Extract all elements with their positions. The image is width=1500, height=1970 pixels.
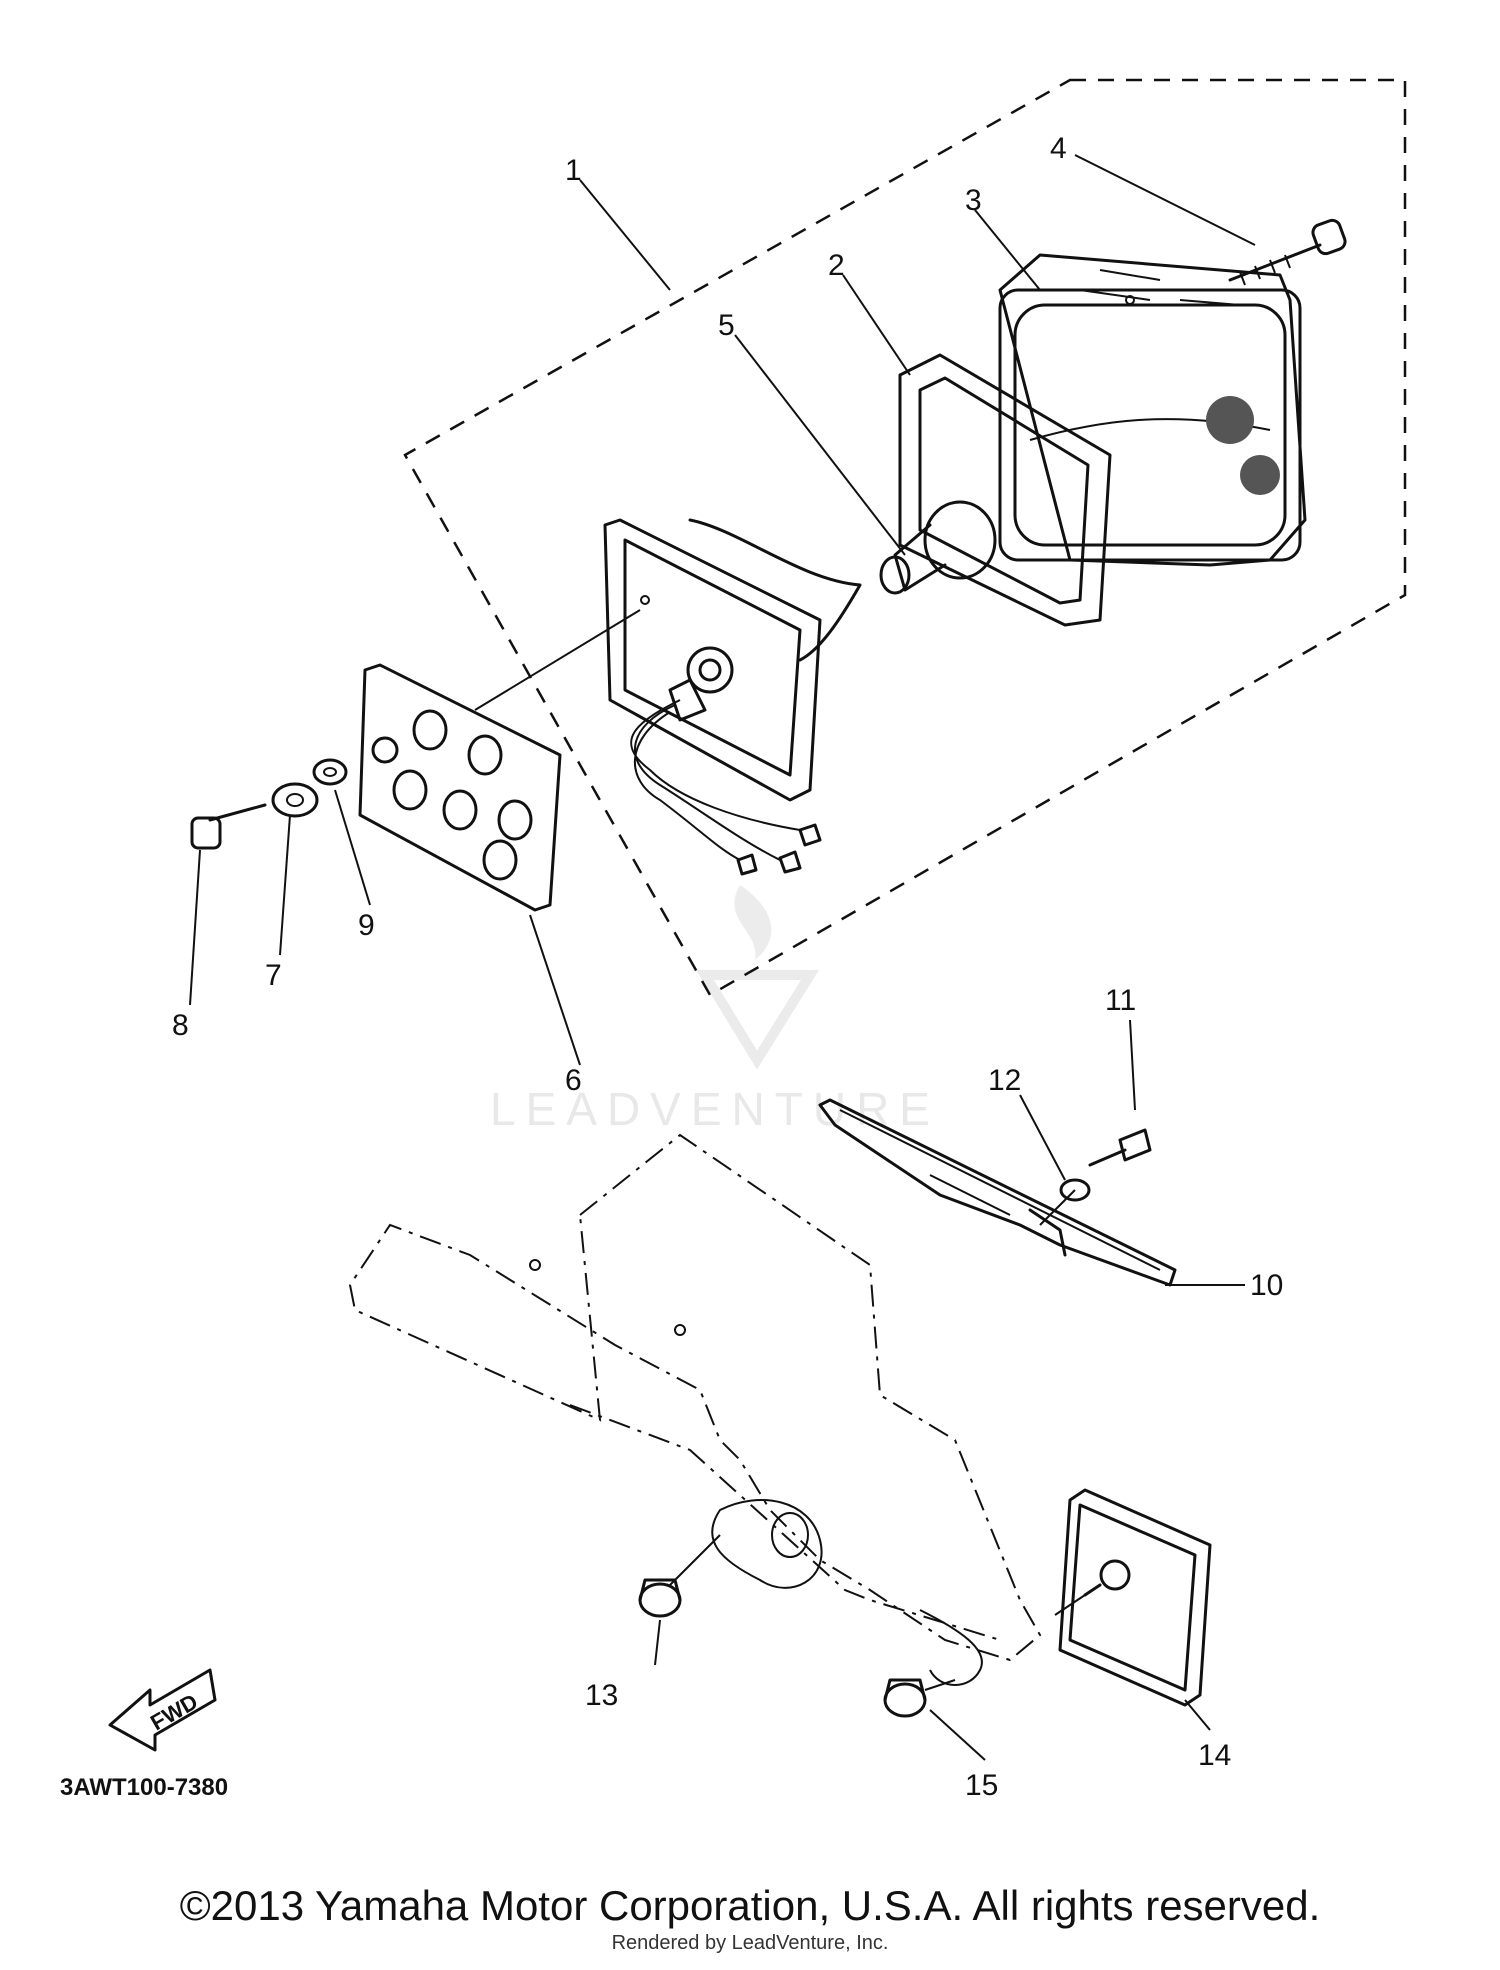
callout-5: 5 [718, 309, 735, 342]
bracket-bolt [1039, 1128, 1152, 1226]
fwd-arrow-icon: FWD [108, 1668, 217, 1752]
diagram-code: 3AWT100-7380 [60, 1774, 228, 1801]
rear-fender [348, 1133, 1042, 1686]
callout-7: 7 [265, 959, 282, 992]
nuts [638, 1534, 956, 1718]
watermark-text: LEADVENTURE [490, 1083, 940, 1135]
callout-1: 1 [565, 154, 582, 187]
callout-13: 13 [585, 1679, 618, 1712]
bulb [879, 500, 997, 595]
reflector [1054, 1488, 1212, 1707]
lamp-housing [603, 518, 862, 876]
assembly-outline [403, 78, 1407, 997]
callout-numbers: 1 2 3 4 5 6 7 8 9 10 11 12 13 14 15 [172, 132, 1283, 1802]
rendered-by-notice: Rendered by LeadVenture, Inc. [611, 1932, 889, 1954]
callout-14: 14 [1198, 1739, 1231, 1772]
callout-3: 3 [965, 184, 982, 217]
watermark: LEADVENTURE [490, 885, 940, 1135]
callout-8: 8 [172, 1009, 189, 1042]
fwd-label: FWD [146, 1689, 202, 1736]
leader-lines [189, 154, 1256, 1761]
callout-4: 4 [1050, 132, 1067, 165]
callout-2: 2 [828, 249, 845, 282]
taillight-lens [998, 253, 1307, 567]
license-bracket [818, 1098, 1177, 1287]
copyright-notice: ©2013 Yamaha Motor Corporation, U.S.A. A… [179, 1882, 1321, 1929]
callout-12: 12 [988, 1064, 1021, 1097]
callout-9: 9 [358, 909, 375, 942]
callout-15: 15 [965, 1769, 998, 1802]
callout-11: 11 [1105, 984, 1136, 1017]
gasket [898, 353, 1112, 627]
callout-6: 6 [565, 1064, 582, 1097]
lens-screw [1228, 218, 1347, 286]
bolt-and-washers [190, 758, 348, 850]
callout-10: 10 [1250, 1269, 1283, 1302]
lens-plate [358, 609, 641, 912]
